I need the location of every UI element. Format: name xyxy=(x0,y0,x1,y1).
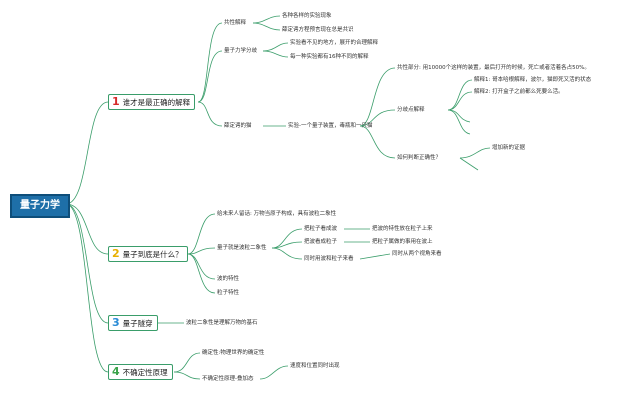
b2-wave-property[interactable]: 波的特性 xyxy=(217,276,240,282)
b1-cat-new-evidence[interactable]: 增加新的证据 xyxy=(492,145,526,151)
b1-cat-common-part[interactable]: 共性部分: 用10000个这样的装置，最后打开的时候，死亡或者活着各占50%。 xyxy=(397,65,590,71)
b1-cat-interpretation-1[interactable]: 解释1: 哥本哈根解释，波尔，猫即死又活的状态 xyxy=(474,77,592,83)
b3-foundation[interactable]: 波粒二象性是理解万物的基石 xyxy=(186,320,258,326)
branch-3-label: 量子隧穿 xyxy=(122,319,153,328)
b1-common-item-1[interactable]: 各种各样的实验现象 xyxy=(282,13,332,19)
b1-cat-judge[interactable]: 如何判断正确性？ xyxy=(397,155,442,161)
b4-certainty[interactable]: 确定性:物理世界的确定性 xyxy=(202,350,265,356)
b2-both-views-detail[interactable]: 同时从两个视角来看 xyxy=(392,251,442,257)
root-node[interactable]: 量子力学 xyxy=(10,194,70,218)
b4-speed-position[interactable]: 速度和位置同时出现 xyxy=(290,363,340,369)
b1-divergence-item-2[interactable]: 每一种实验都有16种不同的解释 xyxy=(290,54,369,60)
branch-2-number: 2 xyxy=(112,247,120,260)
b1-cat-interpretation-2[interactable]: 解释2: 打开盒子之前都么死要么活。 xyxy=(474,89,564,95)
branch-1-number: 1 xyxy=(112,95,120,108)
b2-particle-property[interactable]: 粒子特性 xyxy=(217,290,240,296)
b4-uncertainty[interactable]: 不确定性原理-叠加态 xyxy=(202,376,254,382)
b1-cat-divergence[interactable]: 分歧点解释 xyxy=(397,107,425,113)
b1-cat-experiment[interactable]: 实验-一个量子装置，毒瓶和一只猫 xyxy=(288,123,373,129)
branch-2-label: 量子到底是什么？ xyxy=(122,250,183,259)
b1-common-item-2[interactable]: 薛定谔方程预言现在总是共识 xyxy=(282,27,354,33)
b1-divergence-item-1[interactable]: 实验看不见的地方，展开的合理解释 xyxy=(290,40,379,46)
branch-4-number: 4 xyxy=(112,365,120,378)
b1-common-node[interactable]: 共性解释 xyxy=(224,20,247,26)
b1-cat-node[interactable]: 薛定谔的猫 xyxy=(224,123,252,129)
b1-divergence-node[interactable]: 量子力学分歧 xyxy=(224,48,258,54)
b2-particle-as-wave-detail[interactable]: 把波的特性放在粒子上来 xyxy=(372,226,433,232)
b2-duality-node[interactable]: 量子就是波粒二象性 xyxy=(217,245,267,251)
branch-4-label: 不确定性原理 xyxy=(122,368,168,377)
branch-3-number: 3 xyxy=(112,316,120,329)
b2-wave-as-particle[interactable]: 把波看成粒子 xyxy=(304,239,338,245)
b2-particle-as-wave[interactable]: 把粒子看成波 xyxy=(304,226,338,232)
b2-wave-as-particle-detail[interactable]: 把粒子属做的事用在波上 xyxy=(372,239,433,245)
branch-1-label: 谁才是最正确的解释 xyxy=(122,98,191,107)
b2-both-views[interactable]: 同时用波和粒子来看 xyxy=(304,256,354,262)
b2-message-node[interactable]: 给未来人留话: 万物当原子构成，具有波粒二象性 xyxy=(217,211,337,217)
